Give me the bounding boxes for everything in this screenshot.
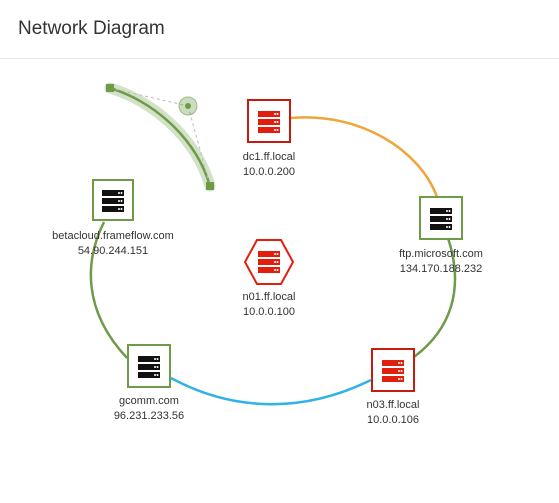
node-ip: 10.0.0.200 [243, 166, 295, 178]
link-ftp-n03[interactable] [413, 237, 457, 358]
server-icon [138, 356, 160, 378]
node-ip: 54.90.244.151 [77, 245, 149, 257]
arc-end-handle[interactable] [206, 182, 214, 190]
server-icon [430, 208, 452, 230]
network-diagram-canvas[interactable]: dc1.ff.local 10.0.0.200 ftp.microsoft.co… [0, 60, 559, 503]
node-name: gcomm.com [119, 395, 179, 407]
arc-control-handle-dot [185, 103, 191, 109]
page-title: Network Diagram [18, 18, 165, 39]
node-label-n03: n03.ff.local 10.0.0.106 [313, 398, 473, 428]
node-ip: 10.0.0.100 [243, 306, 295, 318]
node-name: ftp.microsoft.com [399, 248, 483, 260]
link-n03-gcomm[interactable] [170, 376, 372, 406]
control-guide-line-2 [187, 105, 211, 187]
node-ip: 10.0.0.106 [367, 414, 419, 426]
link-dc1-ftp[interactable] [290, 116, 439, 198]
arc-start-handle[interactable] [106, 84, 114, 92]
server-icon [258, 111, 280, 133]
page-header: Network Diagram [0, 0, 559, 59]
node-name: n01.ff.local [242, 291, 296, 303]
node-label-beta: betacloud.frameflow.com 54.90.244.151 [33, 229, 193, 259]
control-guide-line-1 [109, 87, 189, 107]
node-name: n03.ff.local [366, 399, 420, 411]
node-label-n01: n01.ff.local 10.0.0.100 [189, 290, 349, 320]
node-ip: 96.231.233.56 [113, 410, 185, 422]
link-gcomm-beta[interactable] [89, 221, 128, 359]
node-name: betacloud.frameflow.com [52, 230, 174, 242]
server-icon [382, 360, 404, 382]
node-ip: 134.170.188.232 [399, 263, 483, 275]
node-label-dc1: dc1.ff.local 10.0.0.200 [189, 150, 349, 180]
node-label-ftp: ftp.microsoft.com 134.170.188.232 [361, 247, 521, 277]
server-icon [258, 251, 280, 273]
server-icon [102, 190, 124, 212]
link-drag-arc[interactable] [109, 86, 212, 187]
node-label-gcomm: gcomm.com 96.231.233.56 [69, 394, 229, 424]
node-name: dc1.ff.local [242, 151, 296, 163]
